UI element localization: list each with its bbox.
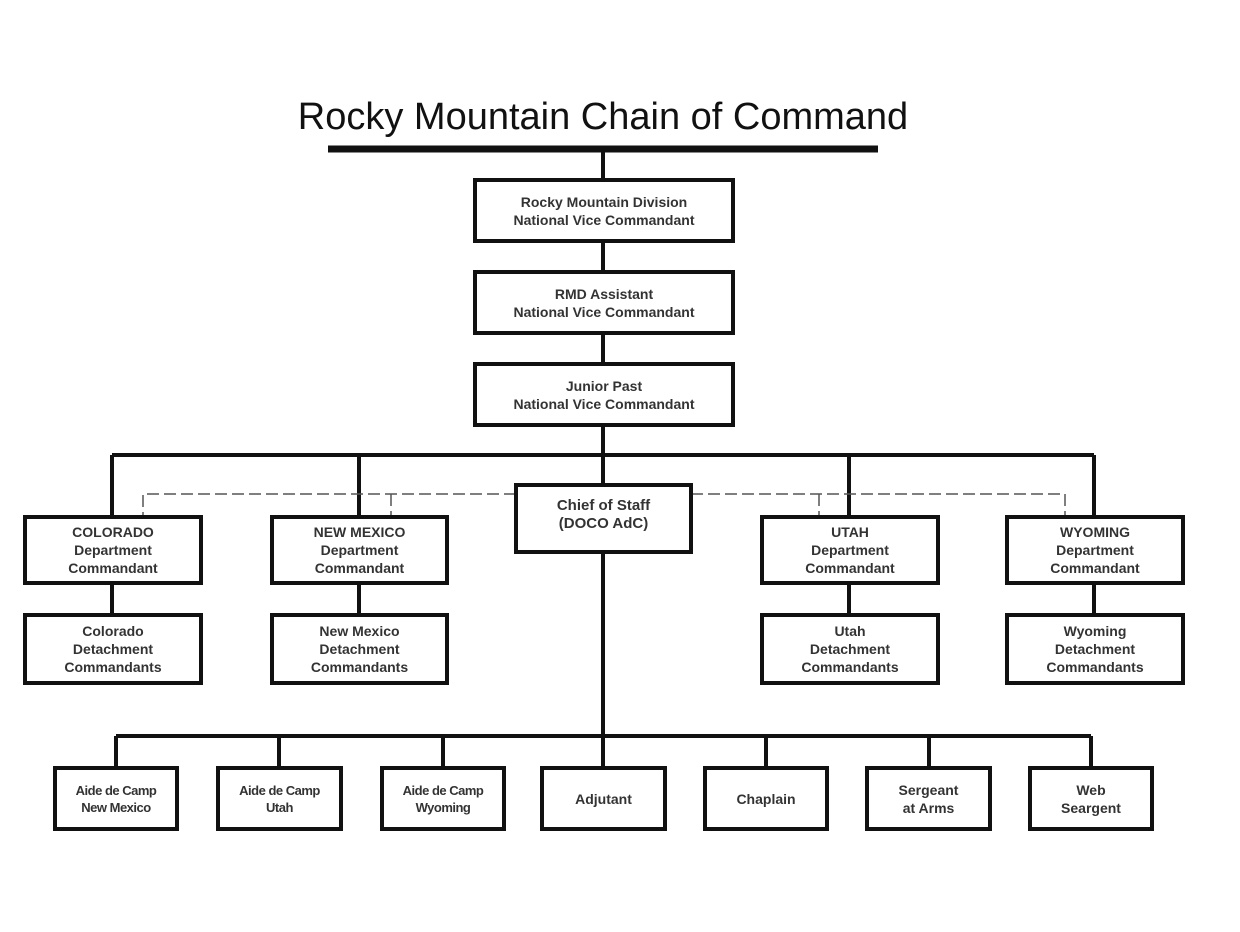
box-label: Utah bbox=[834, 623, 866, 639]
org-box-colorado-department: COLORADO Department Commandant bbox=[23, 515, 203, 585]
box-label: Department bbox=[1056, 542, 1134, 558]
box-label: New Mexico bbox=[319, 623, 400, 639]
box-label: Detachment bbox=[1054, 641, 1136, 657]
box-label: National Vice Commandant bbox=[513, 211, 695, 228]
box-label: Colorado bbox=[82, 623, 144, 639]
box-label: (DOCO AdC) bbox=[558, 515, 649, 532]
dashed-advisory-line-right bbox=[691, 493, 1066, 517]
box-label: National Vice Commandant bbox=[513, 303, 695, 320]
box-label: Adjutant bbox=[575, 790, 632, 807]
org-box-sergeant-at-arms: Sergeant at Arms bbox=[865, 766, 992, 831]
box-label: Junior Past bbox=[565, 377, 643, 394]
box-label: Commandants bbox=[801, 659, 899, 675]
org-box-aide-de-camp-new-mexico: Aide de Camp New Mexico bbox=[53, 766, 179, 831]
box-label: Commandants bbox=[1046, 659, 1144, 675]
box-label: WYOMING bbox=[1060, 524, 1130, 540]
org-box-rmd-national-vice-commandant: Rocky Mountain Division National Vice Co… bbox=[473, 178, 735, 243]
box-label: Detachment bbox=[319, 641, 400, 657]
org-box-adjutant: Adjutant bbox=[540, 766, 667, 831]
org-box-colorado-detachment: Colorado Detachment Commandants bbox=[23, 613, 203, 685]
box-label: Department bbox=[811, 542, 889, 558]
box-label: Commandants bbox=[310, 659, 409, 675]
box-label: Web bbox=[1076, 781, 1106, 798]
box-label: Aide de Camp bbox=[75, 782, 157, 798]
org-box-utah-detachment: Utah Detachment Commandants bbox=[760, 613, 940, 685]
org-box-wyoming-detachment: Wyoming Detachment Commandants bbox=[1005, 613, 1185, 685]
org-box-wyoming-department: WYOMING Department Commandant bbox=[1005, 515, 1185, 585]
box-label: Commandant bbox=[68, 560, 158, 576]
box-label: National Vice Commandant bbox=[513, 395, 695, 412]
org-box-aide-de-camp-utah: Aide de Camp Utah bbox=[216, 766, 343, 831]
box-label: NEW MEXICO bbox=[313, 524, 406, 540]
chart-title: Rocky Mountain Chain of Command bbox=[297, 96, 909, 138]
org-box-new-mexico-detachment: New Mexico Detachment Commandants bbox=[270, 613, 449, 685]
box-label: at Arms bbox=[902, 799, 955, 816]
box-label: Commandant bbox=[1050, 560, 1140, 576]
box-label: Department bbox=[74, 542, 152, 558]
box-label: Utah bbox=[266, 799, 293, 815]
box-label: Department bbox=[320, 542, 399, 558]
org-box-chief-of-staff: Chief of Staff (DOCO AdC) bbox=[514, 483, 693, 554]
org-box-utah-department: UTAH Department Commandant bbox=[760, 515, 940, 585]
box-label: Detachment bbox=[72, 641, 154, 657]
box-label: Chief of Staff bbox=[556, 497, 651, 514]
box-label: Rocky Mountain Division bbox=[520, 193, 688, 210]
org-box-rmd-assistant: RMD Assistant National Vice Commandant bbox=[473, 270, 735, 335]
box-label: Commandants bbox=[64, 659, 162, 675]
box-label: Seargent bbox=[1061, 799, 1121, 816]
org-box-new-mexico-department: NEW MEXICO Department Commandant bbox=[270, 515, 449, 585]
box-label: UTAH bbox=[831, 524, 869, 540]
org-box-chaplain: Chaplain bbox=[703, 766, 829, 831]
box-label: COLORADO bbox=[72, 524, 154, 540]
box-label: New Mexico bbox=[81, 799, 151, 815]
box-label: Commandant bbox=[314, 560, 405, 576]
box-label: Detachment bbox=[809, 641, 891, 657]
org-box-web-sergeant: Web Seargent bbox=[1028, 766, 1154, 831]
dashed-advisory-line-left bbox=[142, 493, 516, 517]
box-label: Aide de Camp bbox=[239, 782, 320, 798]
box-label: Sergeant bbox=[898, 781, 959, 798]
box-label: Commandant bbox=[805, 560, 895, 576]
org-box-junior-past: Junior Past National Vice Commandant bbox=[473, 362, 735, 427]
box-label: RMD Assistant bbox=[554, 285, 654, 302]
org-box-aide-de-camp-wyoming: Aide de Camp Wyoming bbox=[380, 766, 506, 831]
box-label: Chaplain bbox=[736, 790, 796, 807]
box-label: Aide de Camp bbox=[402, 782, 484, 798]
box-label: Wyoming bbox=[1063, 623, 1127, 639]
box-label: Wyoming bbox=[415, 799, 471, 815]
